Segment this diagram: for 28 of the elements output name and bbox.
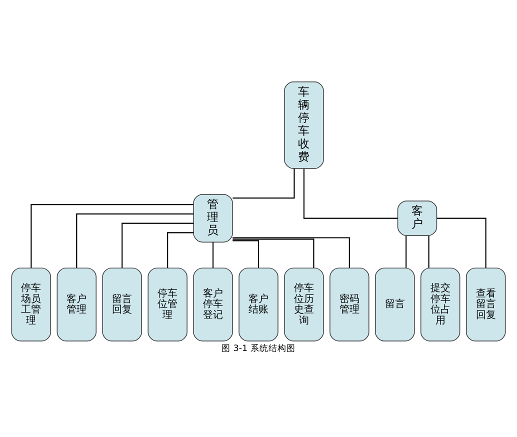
connector <box>232 238 314 268</box>
node-box: 留言回复 <box>102 267 142 341</box>
connector <box>232 236 350 268</box>
connector <box>436 217 486 268</box>
connector <box>232 168 295 198</box>
connector <box>406 235 407 268</box>
caption: 图 3-1 系统结构图 <box>222 343 296 354</box>
node-box: 客户停车登记 <box>193 267 233 341</box>
node-box: 停车位管理 <box>148 267 188 341</box>
node-box: 客户结账 <box>238 267 278 341</box>
node-box: 停车场员工管理 <box>11 267 52 341</box>
connector <box>428 235 430 268</box>
node-box: 停车位历史查询 <box>284 267 324 341</box>
connector <box>30 204 194 268</box>
node-box: 留言 <box>375 267 415 341</box>
node-box: 客户管理 <box>56 267 96 341</box>
node-box: 客户 <box>397 200 438 236</box>
node-box: 查看留言回复 <box>466 267 506 341</box>
connector <box>76 212 194 268</box>
node-box: 管理员 <box>193 194 233 242</box>
connector <box>212 242 214 268</box>
connector <box>303 168 398 218</box>
node-box: 密码管理 <box>330 267 370 341</box>
connector <box>122 222 194 268</box>
connector <box>232 240 260 268</box>
node-box: 车辆停车收费 <box>284 81 324 168</box>
connector <box>167 232 194 268</box>
node-box: 提交停车位占用 <box>420 267 460 341</box>
